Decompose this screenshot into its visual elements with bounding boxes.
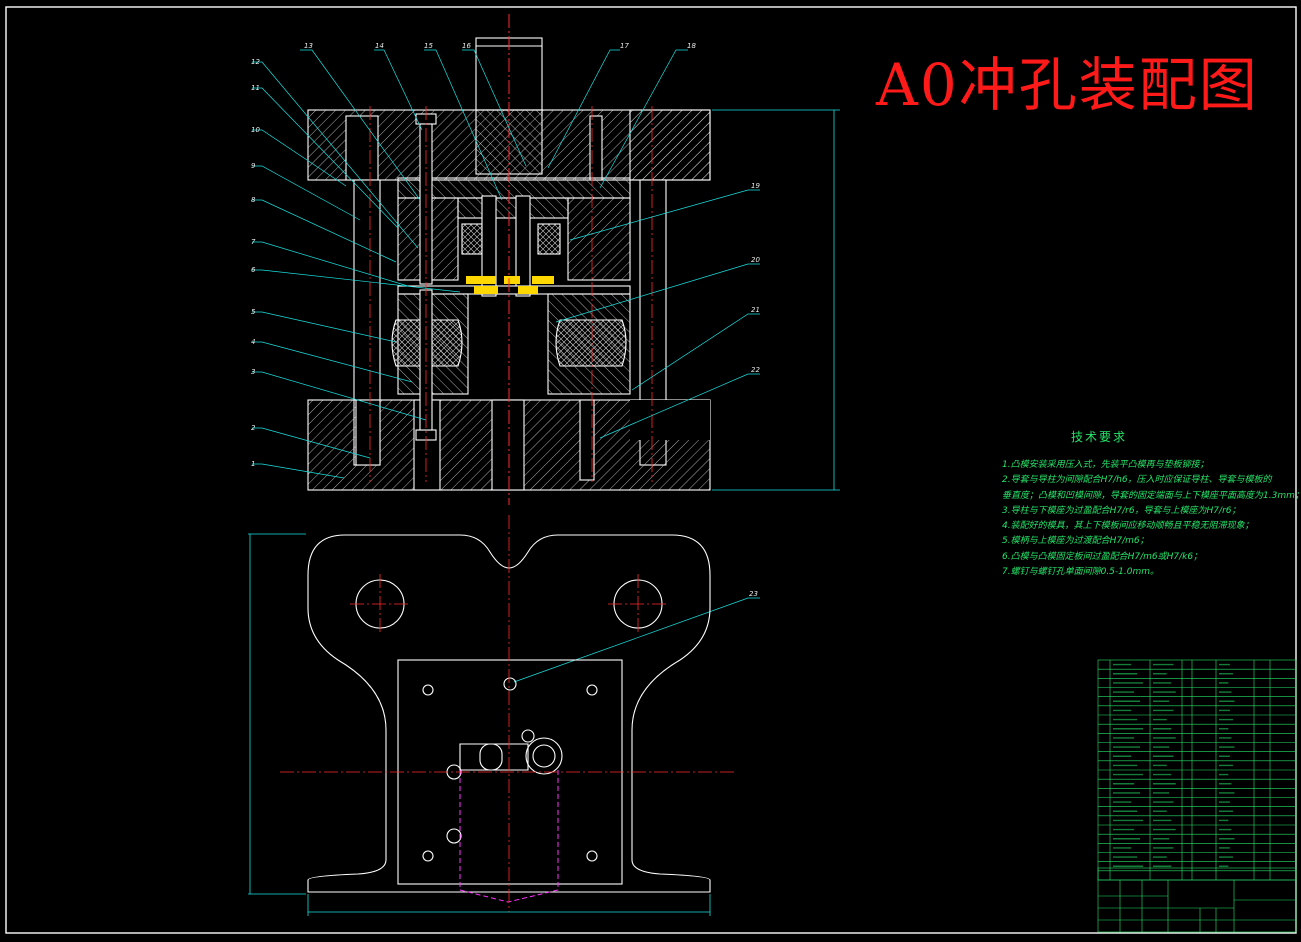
requirement-item: 4.装配好的模具，其上下模板间应移动顺畅且平稳无阻滞现象； [1002,521,1254,532]
part-label: 2 [251,424,256,432]
height-dimension [712,109,840,491]
requirements-list: 1.凸模安装采用压入式，先装平凸模再与垫板铆接； 2.导套与导柱为间隙配合H7/… [1002,458,1301,580]
part-label: 22 [751,366,760,374]
parts-list-table [1097,659,1297,881]
requirement-item: 6.凸模与凸模固定板间过盈配合H7/m6或H7/k6； [1002,551,1203,562]
drawing-title: A0冲孔装配图 [876,51,1259,119]
plan-dimensions [248,533,711,916]
part-label: 11 [251,84,260,92]
part-label: 7 [251,238,256,246]
part-label: 12 [251,58,260,66]
requirement-item: 3.导柱与下模座为过盈配合H7/r6，导套与上模座为H7/r6； [1002,505,1241,516]
part-label: 3 [251,368,255,376]
strip-outline-hidden [459,770,559,903]
title-block [1097,867,1297,933]
requirement-item: 垂直度；凸模和凹模间隙，导套的固定端面与上下模座平面高度为1.3mm； [1002,490,1301,501]
part-leaders [252,49,760,683]
part-label: 4 [251,338,255,346]
part-label: 9 [251,162,256,170]
requirement-item: 1.凸模安装采用压入式，先装平凸模再与垫板铆接； [1002,460,1209,470]
part-label: 10 [251,126,260,134]
part-label: 20 [751,256,760,264]
part-label: 14 [375,42,384,50]
requirements-heading: 技术要求 [1071,430,1128,444]
requirement-item: 5.模柄与上模座为过渡配合H7/m6； [1002,536,1149,547]
part-label: 18 [687,42,696,50]
part-labels: 12 11 10 9 8 7 6 5 4 3 2 1 13 14 15 16 1… [251,42,760,598]
requirement-item: 7.螺钉与螺钉孔单面间隙0.5-1.0mm。 [1002,567,1159,578]
sheet-border [5,6,1297,934]
plan-centerlines [280,515,736,912]
part-label: 21 [751,306,760,314]
part-label: 15 [424,42,433,50]
requirement-item: 2.导套与导柱为间隙配合H7/h6，压入时应保证导柱、导套与模板的 [1002,475,1272,486]
part-label: 1 [251,460,255,468]
part-label: 23 [749,590,758,598]
part-label: 19 [751,182,760,190]
part-label: 17 [620,42,629,50]
part-label: 16 [462,42,471,50]
part-label: 5 [251,308,256,316]
sheet-metal-strip [466,276,554,294]
part-label: 8 [251,196,256,204]
part-label: 6 [251,266,256,274]
part-label: 13 [304,42,313,50]
